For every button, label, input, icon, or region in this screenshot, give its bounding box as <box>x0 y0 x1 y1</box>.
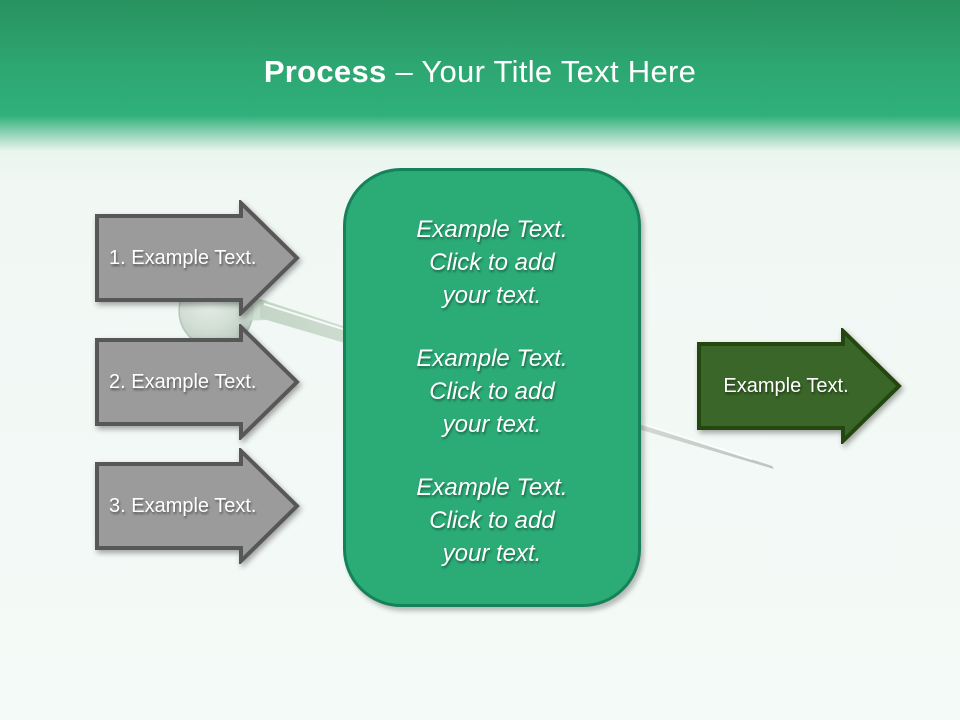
right-arrow-shape <box>95 448 300 564</box>
right-arrow-shape <box>95 324 300 440</box>
panel-text-block-1: Example Text. Click to add your text. <box>416 216 568 309</box>
center-text-panel: Example Text. Click to add your text. Ex… <box>343 168 641 607</box>
output-arrow-label: Example Text. <box>723 374 849 397</box>
panel-text-block-2: Example Text. Click to add your text. <box>416 345 568 438</box>
panel-text-block-3: Example Text. Click to add your text. <box>416 474 568 567</box>
step-3-label: 3. Example Text. <box>109 494 257 517</box>
process-step-arrow-2: 2. Example Text. <box>95 324 300 440</box>
right-arrow-shape <box>95 200 300 316</box>
slide-title-rest: – Your Title Text Here <box>386 54 697 89</box>
process-step-arrow-1: 1. Example Text. <box>95 200 300 316</box>
step-1-label: 1. Example Text. <box>109 246 257 269</box>
slide-title-keyword: Process <box>263 54 387 89</box>
process-step-arrow-3: 3. Example Text. <box>95 448 300 564</box>
step-2-label: 2. Example Text. <box>109 370 257 393</box>
output-arrow: Example Text. <box>697 328 902 444</box>
right-arrow-shape <box>697 328 902 444</box>
slide-title: Process – Your Title Text Here <box>0 54 960 90</box>
